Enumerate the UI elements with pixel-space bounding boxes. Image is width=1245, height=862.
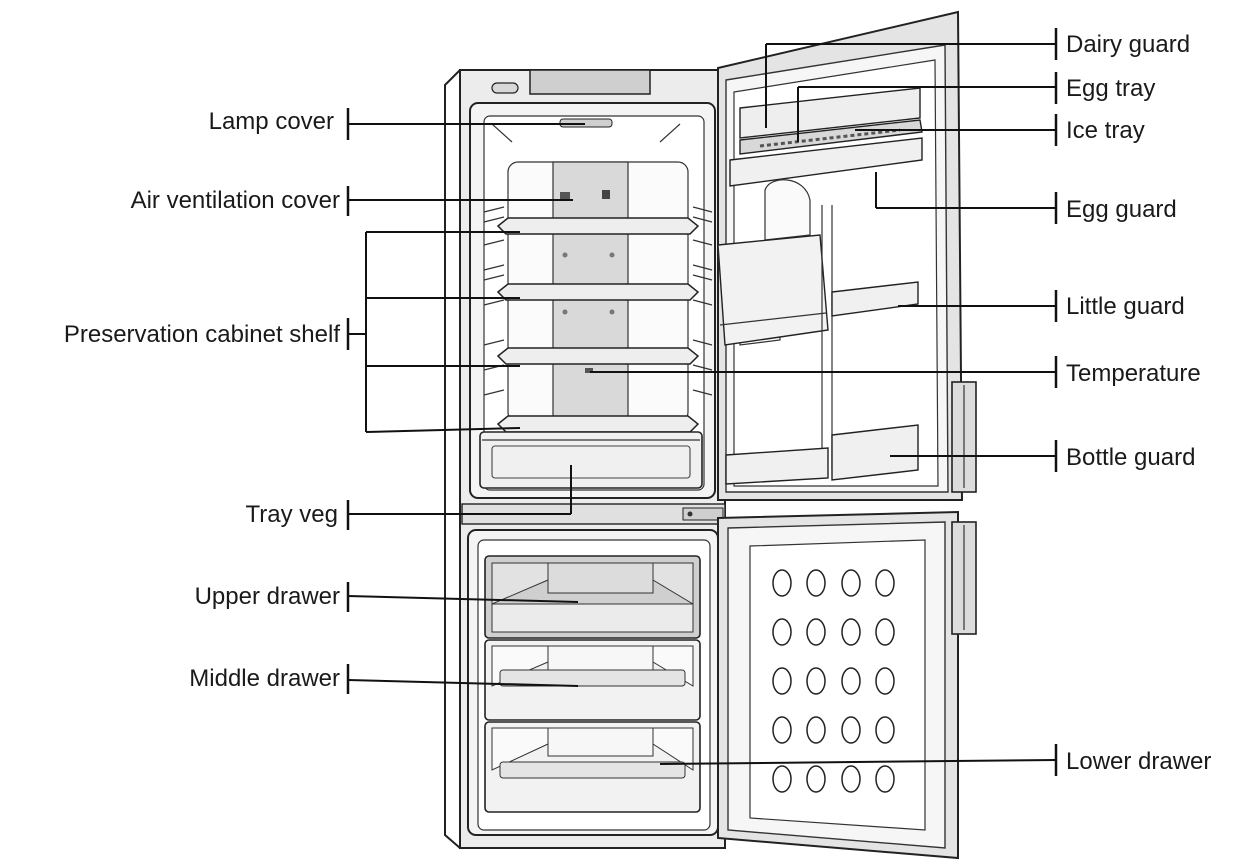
callout-middle-drawer: Middle drawer	[189, 664, 579, 694]
little-guard-shape	[831, 281, 919, 317]
callout-tray-veg: Tray veg	[246, 465, 572, 530]
callout-lower-drawer: Lower drawer	[659, 744, 1211, 776]
callout-lamp-cover: Lamp cover	[209, 108, 585, 140]
label-preservation-cabinet-shelf: Preservation cabinet shelf	[64, 321, 340, 348]
veg-tray-shape	[479, 431, 703, 489]
label-bottle-guard: Bottle guard	[1066, 444, 1195, 471]
freezer-door	[717, 510, 977, 860]
preservation-shelves	[496, 217, 700, 433]
callout-bottle-guard: Bottle guard	[890, 440, 1195, 472]
callout-dairy-guard: Dairy guard	[765, 28, 1190, 128]
callout-egg-guard: Egg guard	[875, 172, 1177, 224]
dairy-guard-shape	[739, 87, 921, 139]
label-middle-drawer: Middle drawer	[189, 665, 340, 692]
lower-drawer-shape	[484, 721, 701, 813]
callout-preservation-cabinet-shelf: Preservation cabinet shelf	[64, 231, 521, 433]
callout-upper-drawer: Upper drawer	[195, 582, 579, 612]
fridge-door	[717, 10, 977, 501]
label-tray-veg: Tray veg	[246, 501, 338, 528]
door-dimples	[772, 569, 895, 793]
freezer-compartment	[467, 529, 719, 836]
label-air-ventilation-cover: Air ventilation cover	[131, 187, 340, 214]
fridge-cabinet	[444, 69, 726, 849]
label-little-guard: Little guard	[1066, 293, 1185, 320]
fresh-food-compartment	[469, 102, 716, 499]
label-dairy-guard: Dairy guard	[1066, 31, 1190, 58]
label-upper-drawer: Upper drawer	[195, 583, 340, 610]
label-ice-tray: Ice tray	[1066, 117, 1145, 144]
callout-little-guard: Little guard	[898, 290, 1185, 322]
callout-temperature: Temperature	[590, 356, 1201, 388]
label-egg-tray: Egg tray	[1066, 75, 1155, 102]
label-lower-drawer: Lower drawer	[1066, 748, 1211, 775]
callout-air-ventilation-cover: Air ventilation cover	[131, 186, 573, 216]
label-egg-guard: Egg guard	[1066, 196, 1177, 223]
callout-egg-tray: Egg tray	[797, 72, 1155, 142]
upper-drawer-shape	[484, 555, 701, 639]
callout-ice-tray: Ice tray	[855, 114, 1145, 146]
middle-drawer-shape	[484, 639, 701, 721]
label-lamp-cover: Lamp cover	[209, 108, 334, 135]
label-temperature: Temperature	[1066, 360, 1201, 387]
bottle-guard-shape	[831, 424, 919, 481]
egg-guard-shape	[729, 137, 923, 187]
